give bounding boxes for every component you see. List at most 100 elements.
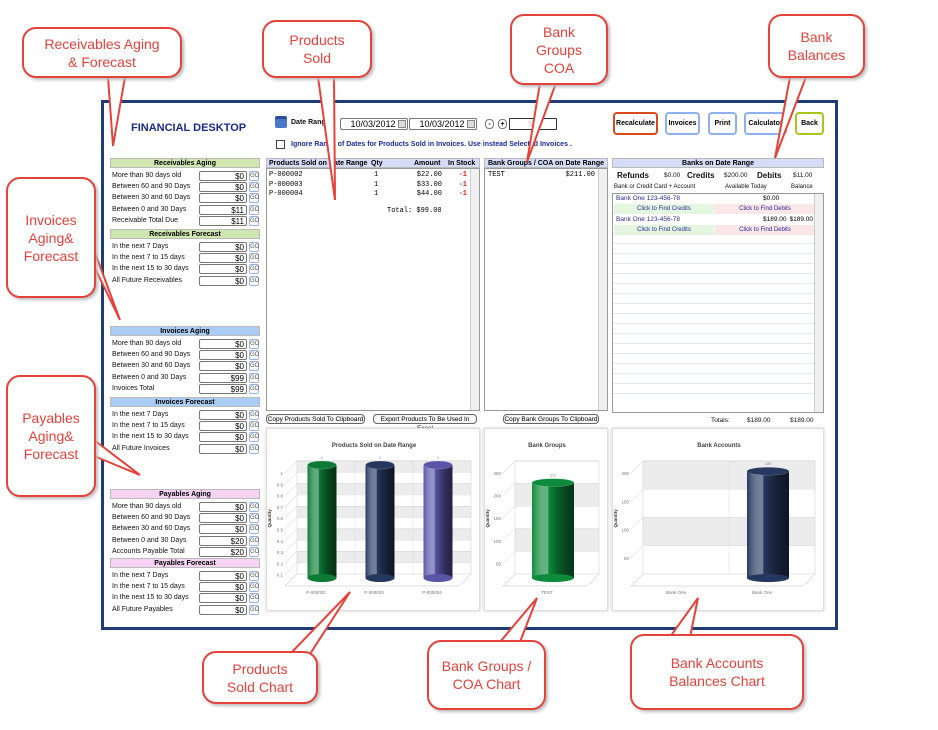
back-button[interactable]: Back [795, 112, 824, 135]
go-button[interactable]: GO [249, 372, 260, 383]
go-button[interactable]: GO [249, 253, 260, 264]
go-button[interactable]: GO [249, 432, 260, 443]
grid-line [284, 494, 298, 508]
bank-available: $189.00 [763, 216, 787, 223]
grid-line [613, 324, 815, 334]
bar-top [746, 466, 790, 476]
go-button[interactable]: GO [249, 535, 260, 546]
invoices-button[interactable]: Invoices [665, 112, 700, 135]
bar-top [365, 460, 395, 470]
data-label: 1 [321, 455, 324, 460]
date-to-input[interactable]: 10/03/2012 [409, 118, 477, 130]
bank-account[interactable]: Bank One 123-456-78 [616, 216, 680, 223]
y-tick-label: 50 [624, 556, 630, 561]
receivables-aging-row-label: Receivable Total Due [112, 216, 179, 224]
go-button[interactable]: GO [249, 513, 260, 524]
payables-forecast-row-label: In the next 7 Days [112, 572, 169, 579]
grid-line [613, 254, 815, 264]
bank-row[interactable]: Bank One 123-456-78$189.00$189.00 [613, 215, 815, 225]
receivables-forecast-header: Receivables Forecast [110, 229, 260, 239]
go-button[interactable]: GO [249, 524, 260, 535]
go-button[interactable]: GO [249, 383, 260, 394]
go-button[interactable]: GO [249, 604, 260, 615]
grid-line [284, 472, 298, 485]
grid-line [284, 562, 298, 575]
calendar-picker-icon[interactable] [398, 120, 406, 128]
go-button[interactable]: GO [249, 171, 260, 181]
chart-title: Bank Accounts [697, 443, 741, 449]
go-button[interactable]: GO [249, 410, 260, 420]
date-from-input[interactable]: 10/03/2012 [340, 118, 408, 130]
y-tick-label: 0.4 [277, 539, 284, 544]
go-button[interactable]: GO [249, 215, 260, 226]
credits-label: Credits [687, 171, 715, 180]
go-button[interactable]: GO [249, 421, 260, 432]
bank-group-amount: $211.00 [565, 171, 595, 179]
go-button[interactable]: GO [249, 546, 260, 557]
copy-products-button[interactable]: Copy Products Sold To Clipboard [266, 414, 365, 424]
go-button[interactable]: GO [249, 571, 260, 581]
payables-aging-row-value: $0 [199, 513, 247, 524]
bank-available: $0.00 [763, 195, 780, 202]
chart-title: Products Sold on Date Range [332, 443, 417, 449]
date-increment-button[interactable]: + [498, 119, 507, 129]
receivables-forecast-row-label: In the next 7 Days [112, 243, 169, 250]
calendar-picker-icon[interactable] [467, 120, 475, 128]
scrollbar[interactable] [814, 194, 823, 412]
grid-line [613, 364, 815, 374]
go-button[interactable]: GO [249, 582, 260, 593]
receivables-aging-row-value: $0 [199, 182, 247, 193]
receivables-forecast-row-value: $0 [199, 253, 247, 264]
go-button[interactable]: GO [249, 182, 260, 193]
scrollbar[interactable] [470, 169, 479, 410]
invoices-forecast-row-value: $0 [199, 421, 247, 432]
print-button[interactable]: Print [708, 112, 737, 135]
scrollbar[interactable] [598, 169, 607, 410]
y-tick-label: 250 [493, 471, 501, 476]
payables-aging-row-value: $20 [199, 546, 247, 557]
find-credits-button[interactable]: Click to Find Credits [614, 225, 714, 235]
receivables-forecast-row-value: $0 [199, 275, 247, 286]
grid-line [630, 489, 644, 502]
go-button[interactable]: GO [249, 193, 260, 204]
payables-forecast-row-label: In the next 15 to 30 days [112, 594, 189, 602]
go-button[interactable]: GO [249, 204, 260, 215]
totals-label: Totals: [711, 417, 730, 424]
find-debits-button[interactable]: Click to Find Debits [715, 204, 815, 214]
copy-bank-groups-button[interactable]: Copy Bank Groups To Clipboard [503, 414, 599, 424]
go-button[interactable]: GO [249, 350, 260, 361]
bank-group-name: TEST [488, 171, 505, 179]
invoices-aging-row-value: $99 [199, 372, 247, 383]
go-button[interactable]: GO [249, 242, 260, 252]
products-header: Products Sold on Date Range Qty Amount I… [266, 158, 480, 168]
go-button[interactable]: GO [249, 443, 260, 454]
recalculate-button[interactable]: Recalculate [613, 112, 658, 135]
export-products-button[interactable]: Export Products To Be Used In Excel [373, 414, 477, 432]
bar-top [423, 460, 453, 470]
bank-account[interactable]: Bank One 123-456-78 [616, 195, 680, 202]
invoices-aging-row-label: Between 30 and 60 Days [112, 362, 191, 370]
go-button[interactable]: GO [249, 502, 260, 512]
go-button[interactable]: GO [249, 264, 260, 275]
date-decrement-button[interactable]: - [485, 119, 494, 129]
go-button[interactable]: GO [249, 361, 260, 372]
go-button[interactable]: GO [249, 275, 260, 286]
ignore-range-checkbox[interactable] [276, 140, 285, 149]
bank-row[interactable]: Bank One 123-456-78 $0.00 [613, 194, 815, 204]
y-tick-label: 0.8 [277, 494, 284, 499]
find-credits-button[interactable]: Click to Find Credits [614, 204, 714, 214]
calculator-button[interactable]: Calculator [744, 112, 787, 135]
find-debits-button[interactable]: Click to Find Debits [715, 225, 815, 235]
y-tick-label: 0.1 [277, 573, 284, 578]
set-range-button[interactable]: Set [509, 118, 557, 130]
x-tick-label: P-000003 [364, 590, 384, 595]
payables-aging-row-label: Accounts Payable Total [112, 547, 185, 555]
grid-line [284, 528, 298, 541]
go-button[interactable]: GO [249, 339, 260, 349]
go-button[interactable]: GO [249, 593, 260, 604]
ignore-range-label: Ignore Range of Dates for Products Sold … [291, 141, 572, 148]
